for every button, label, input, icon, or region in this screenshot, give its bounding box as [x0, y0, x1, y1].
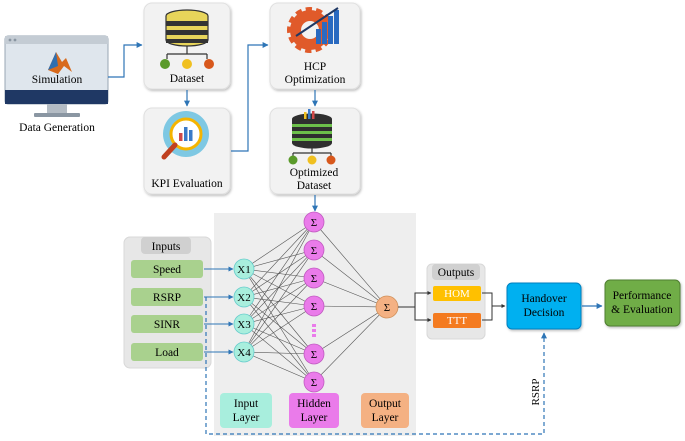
- input-node-label: X2: [237, 292, 250, 304]
- arrow-ttt-to-decision: [482, 306, 493, 321]
- input-node-label: X1: [237, 264, 250, 276]
- inputs-title: Inputs: [152, 241, 181, 253]
- hidden-ellipsis-dot: [312, 329, 316, 332]
- input-node-label: X4: [237, 347, 251, 359]
- outputs-title-tab: [432, 264, 480, 280]
- hidden-layer-line1: Hidden: [297, 398, 331, 410]
- hidden-node: [303, 343, 325, 365]
- hidden-node: [303, 371, 325, 393]
- network-connections: [243, 221, 388, 383]
- input-layer-badge: [220, 393, 272, 428]
- output-layer-line1: Output: [369, 398, 402, 410]
- kpi-evaluation-label: KPI Evaluation: [151, 178, 222, 190]
- output-layer-badge: [361, 393, 409, 428]
- hidden-node: [303, 239, 325, 261]
- connection-line: [243, 277, 315, 353]
- hidden-layer-badge: [289, 393, 339, 428]
- connection-line: [243, 249, 315, 353]
- input-layer-line2: Layer: [233, 412, 260, 424]
- rsrp-feedback-label: RSRP: [530, 379, 542, 406]
- connection-line: [313, 306, 388, 383]
- data-generation-label: Data Generation: [19, 122, 95, 134]
- dataset-label: Dataset: [170, 73, 205, 85]
- performance-line2: & Evaluation: [611, 304, 673, 316]
- decision-line2: Decision: [524, 307, 565, 319]
- connection-line: [243, 351, 315, 355]
- optimized-line2: Dataset: [297, 180, 332, 192]
- hidden-node-symbol: Σ: [311, 301, 317, 313]
- hom-box: [433, 286, 481, 301]
- connection-line: [313, 277, 388, 308]
- hidden-ellipsis-dot: [312, 324, 316, 327]
- hom-label: HOM: [444, 288, 470, 300]
- simulation-label: Simulation: [32, 74, 83, 86]
- input-node: [233, 258, 255, 280]
- hidden-node-symbol: Σ: [311, 273, 317, 285]
- input-node: [233, 286, 255, 308]
- arrow-sum-to-ttt: [414, 307, 432, 322]
- magnifier-chart-icon: [161, 111, 209, 160]
- connection-line: [243, 305, 315, 353]
- hidden-node-symbol: Σ: [311, 377, 317, 389]
- database-icon: [160, 9, 214, 69]
- decision-line1: Handover: [521, 293, 567, 305]
- input-item-box: [131, 315, 203, 333]
- gear-chart-icon: [287, 7, 339, 53]
- optimized-database-icon: [288, 109, 336, 165]
- connection-line: [243, 351, 315, 383]
- output-layer-line2: Layer: [372, 412, 399, 424]
- connection-line: [313, 249, 388, 308]
- input-item-label: Speed: [153, 264, 181, 276]
- input-node: [233, 341, 255, 363]
- output-node-symbol: Σ: [384, 302, 390, 314]
- hidden-ellipsis-dot: [312, 334, 316, 337]
- hidden-node: [303, 295, 325, 317]
- arrow-sum-to-hom: [398, 291, 432, 308]
- ttt-label: TTT: [447, 315, 467, 327]
- connection-line: [243, 323, 315, 355]
- connection-line: [313, 221, 388, 308]
- input-item-box: [131, 260, 203, 278]
- input-node: [233, 313, 255, 335]
- hcp-line1: HCP: [304, 61, 326, 73]
- arrow-kpi-to-hcp: [231, 42, 269, 152]
- inputs-title-tab: [141, 237, 191, 254]
- input-layer-line1: Input: [234, 398, 259, 410]
- hidden-node: [303, 267, 325, 289]
- performance-evaluation-box: [604, 279, 681, 327]
- hidden-node-symbol: Σ: [311, 217, 317, 229]
- performance-line1: Performance: [613, 290, 672, 302]
- ttt-box: [433, 313, 481, 328]
- connection-line: [243, 221, 315, 353]
- optimized-line1: Optimized: [290, 167, 339, 179]
- arrow-sim-to-dataset: [108, 42, 143, 78]
- handover-decision-box: [506, 282, 582, 330]
- hidden-layer-line2: Layer: [301, 412, 328, 424]
- connection-line: [243, 221, 315, 270]
- rsrp-feedback-arrow: [205, 297, 547, 435]
- input-item-label: RSRP: [153, 292, 181, 304]
- connection-line: [313, 305, 388, 308]
- connection-line: [243, 221, 315, 325]
- outputs-title: Outputs: [438, 267, 475, 279]
- monitor-icon: [4, 35, 109, 117]
- hcp-line2: Optimization: [285, 74, 346, 86]
- connection-line: [243, 221, 315, 298]
- input-node-label: X3: [237, 319, 251, 331]
- hidden-node-symbol: Σ: [311, 349, 317, 361]
- hidden-node-symbol: Σ: [311, 245, 317, 257]
- input-item-label: SINR: [154, 319, 181, 331]
- connection-line: [243, 296, 315, 383]
- input-item-label: Load: [155, 347, 179, 359]
- connection-line: [313, 306, 388, 355]
- arrow-hom-to-decision: [482, 292, 506, 308]
- input-item-box: [131, 288, 203, 306]
- connection-line: [243, 268, 315, 355]
- input-item-box: [131, 343, 203, 361]
- hidden-node: [303, 211, 325, 233]
